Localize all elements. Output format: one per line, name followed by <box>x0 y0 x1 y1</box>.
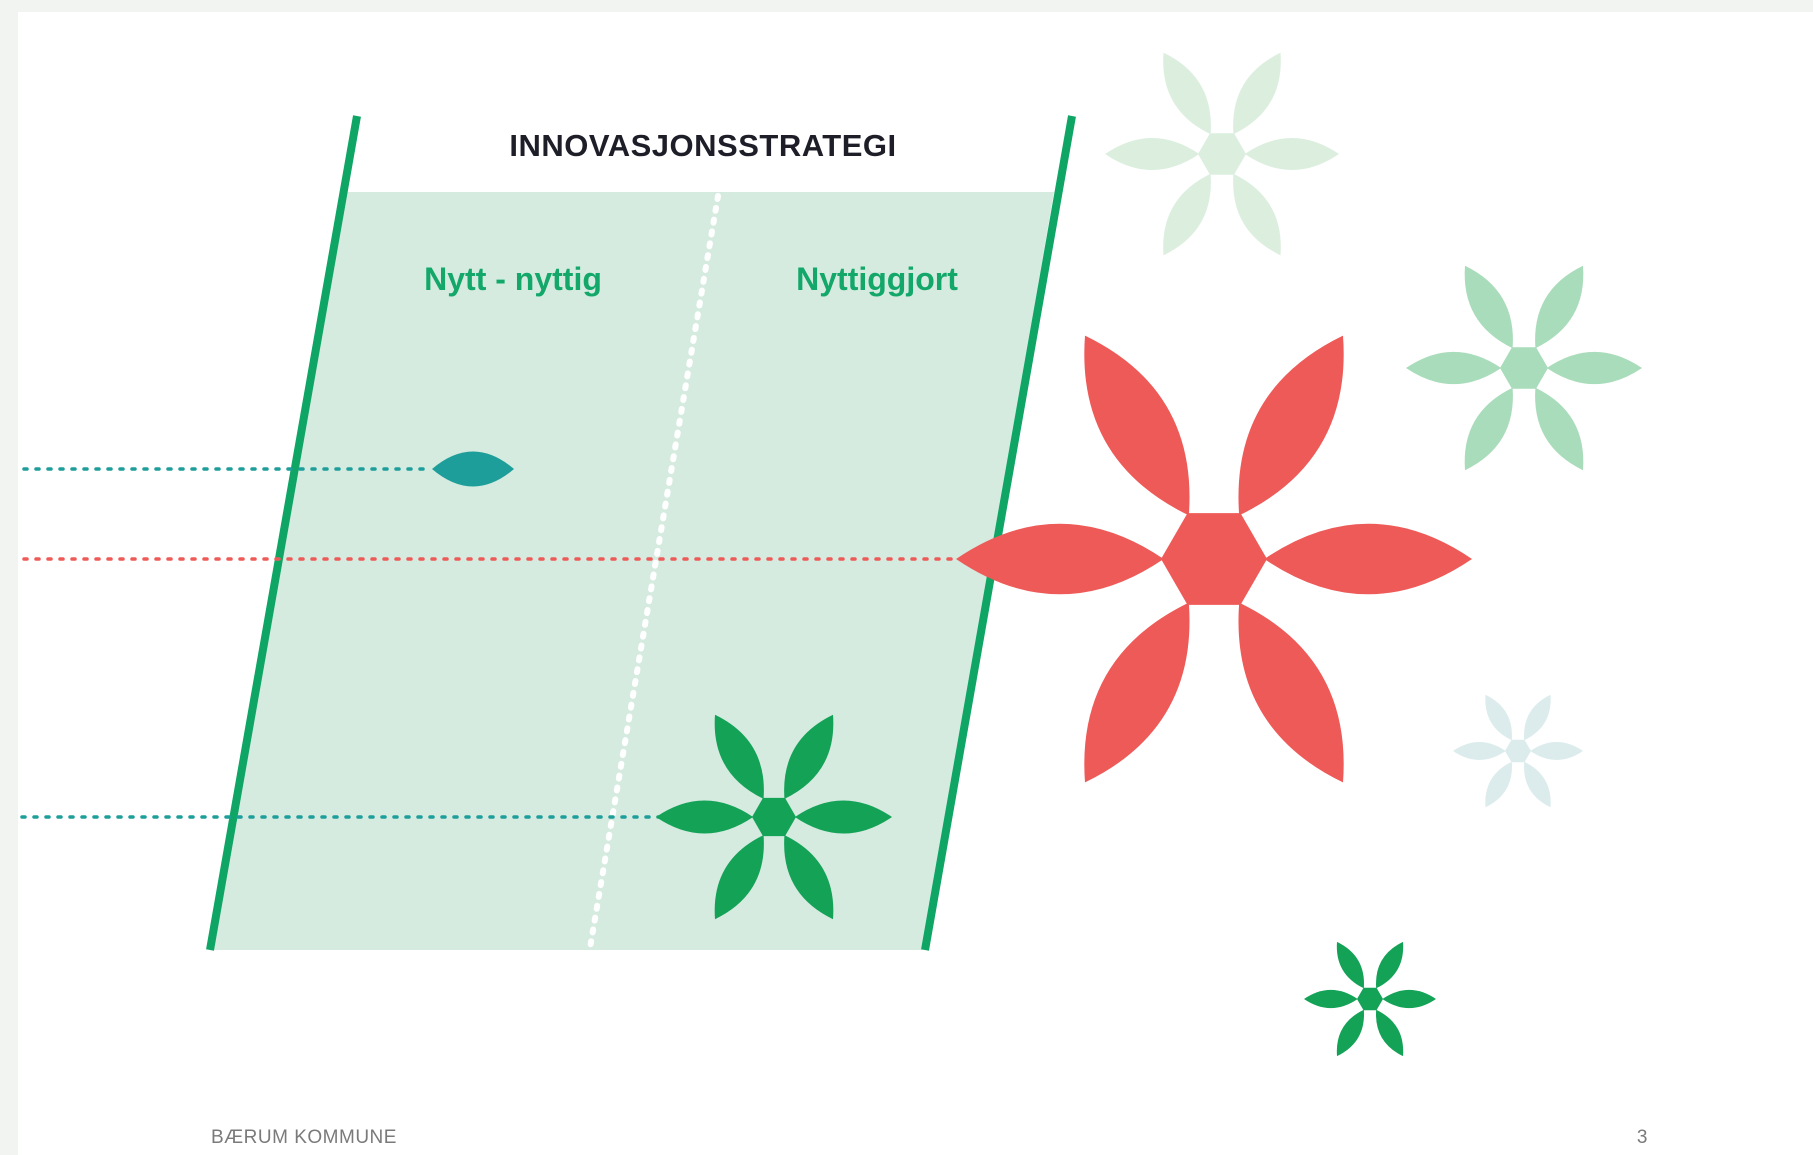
flower-center <box>1161 513 1267 605</box>
page: INNOVASJONSSTRATEGI Nytt - nyttig Nyttig… <box>18 12 1813 1155</box>
red-flower-icon <box>956 335 1472 783</box>
petal <box>1382 989 1436 1009</box>
petal <box>1336 1009 1364 1057</box>
petal <box>956 523 1164 595</box>
petal <box>1233 173 1281 256</box>
flowers <box>656 52 1642 1057</box>
petal <box>1376 1009 1404 1057</box>
petal <box>1105 137 1200 171</box>
page-number: 3 <box>1637 1127 1648 1148</box>
petal <box>1406 351 1502 385</box>
petal <box>1464 265 1513 349</box>
petal <box>1546 351 1642 385</box>
column-label-nytt-nyttig: Nytt - nyttig <box>424 261 602 297</box>
petal <box>1264 523 1472 595</box>
petal <box>1524 761 1551 808</box>
pale-flower-icon <box>1105 52 1339 256</box>
petal <box>1535 387 1584 471</box>
petal <box>1163 52 1211 135</box>
diagram-title: INNOVASJONSSTRATEGI <box>509 128 896 163</box>
petal <box>714 714 764 799</box>
petal <box>1084 602 1190 783</box>
petal <box>1524 694 1551 741</box>
petal <box>784 835 834 920</box>
petal <box>1485 761 1512 808</box>
pale-blue-flower-icon <box>1453 694 1583 808</box>
petal <box>1376 941 1404 989</box>
flower-center <box>1357 987 1383 1011</box>
green-flower-icon <box>656 714 892 920</box>
petal <box>1084 335 1190 516</box>
footer-organization: BÆRUM KOMMUNE <box>211 1127 397 1148</box>
column-label-nyttiggjort: Nyttiggjort <box>796 261 958 297</box>
petal <box>1244 137 1339 171</box>
petal <box>1464 387 1513 471</box>
petal <box>784 714 834 799</box>
petal <box>1453 742 1506 760</box>
petal <box>1304 989 1358 1009</box>
frame-line-left <box>206 115 361 951</box>
petal <box>1535 265 1584 349</box>
petal <box>1238 602 1344 783</box>
bud-icon <box>432 451 514 487</box>
petal <box>794 800 892 834</box>
petal <box>656 800 754 834</box>
flower-center <box>1198 133 1246 175</box>
small-green-flower-icon <box>1304 941 1436 1057</box>
petal <box>714 835 764 920</box>
petal <box>1233 52 1281 135</box>
petal <box>1530 742 1583 760</box>
flower-center <box>752 797 796 837</box>
petal <box>1336 941 1364 989</box>
petal <box>1485 694 1512 741</box>
flower-center <box>1505 739 1531 763</box>
petal <box>1163 173 1211 256</box>
frame-line-right <box>921 115 1076 951</box>
strategy-diagram: INNOVASJONSSTRATEGI Nytt - nyttig Nyttig… <box>20 52 1648 1148</box>
column-divider <box>587 193 721 951</box>
strategy-panel <box>211 192 1054 950</box>
petal <box>1238 335 1344 516</box>
flower-center <box>1500 347 1548 389</box>
light-green-flower-icon <box>1406 265 1642 471</box>
